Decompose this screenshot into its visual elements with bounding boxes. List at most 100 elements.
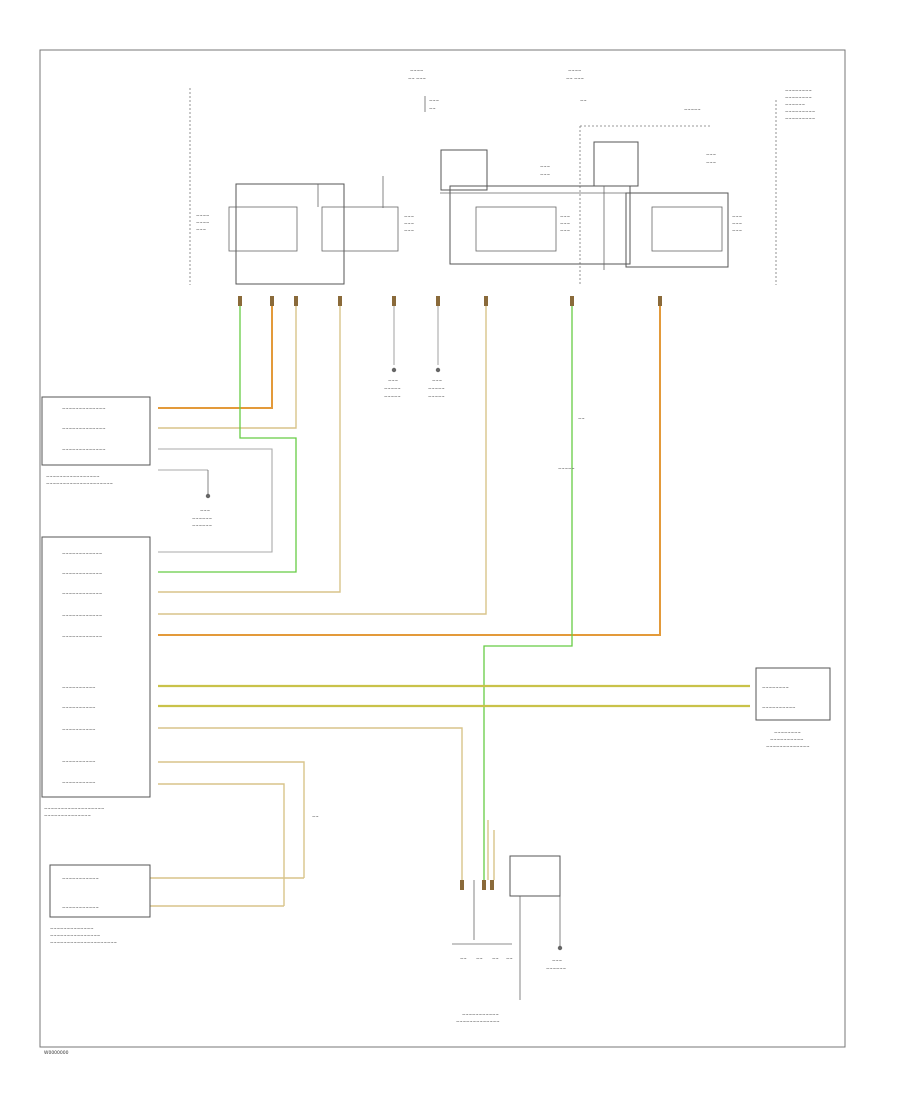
svg-text:~~~: ~~~ [706, 160, 716, 165]
wire-tan-3 [158, 306, 487, 615]
svg-text:~~~: ~~~ [560, 214, 570, 219]
wire-tan-1 [158, 306, 297, 429]
svg-text:~~~~: ~~~~ [196, 220, 209, 225]
svg-text:~~~~~~~~~~~~~: ~~~~~~~~~~~~~ [62, 447, 106, 452]
harness-connectors [238, 296, 662, 306]
relay-box-right: ~~~ ~~~ ~~~ ~~~ ~~~ [593, 141, 742, 270]
wire-orange-1 [158, 306, 273, 409]
svg-text:~~: ~~ [506, 956, 513, 961]
svg-text:~~~: ~~~ [560, 228, 570, 233]
svg-text:~~~: ~~~ [404, 221, 414, 226]
relay-group: ~~~~ ~~~~ ~~~ ~~~ ~~~ ~~~ [196, 176, 414, 285]
svg-text:~~~~~: ~~~~~ [384, 394, 401, 399]
svg-text:~~~: ~~~ [200, 508, 210, 513]
svg-text:~~~~~~: ~~~~~~ [785, 102, 805, 107]
svg-text:~~~~~~~~~~~~~: ~~~~~~~~~~~~~ [766, 744, 810, 749]
svg-text:~~~: ~~~ [560, 221, 570, 226]
svg-text:~~~~~: ~~~~~ [384, 386, 401, 391]
wire-tan-2 [158, 306, 341, 593]
svg-text:~~~: ~~~ [732, 214, 742, 219]
svg-text:~~~~: ~~~~ [196, 213, 209, 218]
wire-green-2 [483, 306, 573, 880]
svg-text:~~~~~~~~~~~~: ~~~~~~~~~~~~ [62, 571, 102, 576]
svg-text:~~~~~~~~~~~~~~~~~~~~: ~~~~~~~~~~~~~~~~~~~~ [50, 940, 117, 945]
diagram-frame [39, 49, 846, 1048]
svg-text:~~~~~~~~~~: ~~~~~~~~~~ [62, 685, 96, 690]
svg-text:~~~~~~~~~~~~~: ~~~~~~~~~~~~~ [62, 426, 106, 431]
wire-label-vertical: ~~~~~ [558, 466, 575, 471]
svg-text:~~~~~~~~~~~: ~~~~~~~~~~~ [62, 876, 99, 881]
svg-text:~~~~~~~~~~: ~~~~~~~~~~ [62, 705, 96, 710]
svg-text:~~ ~~~: ~~ ~~~ [566, 76, 584, 81]
svg-text:~~~~~~~~~~~~: ~~~~~~~~~~~~ [62, 634, 102, 639]
svg-text:~~~~~~~~~~~~~~~~: ~~~~~~~~~~~~~~~~ [46, 474, 100, 479]
svg-text:~~~: ~~~ [388, 378, 398, 383]
svg-text:~~~~~: ~~~~~ [428, 394, 445, 399]
svg-text:~~~~~~~~~~~~~~~~~~~~: ~~~~~~~~~~~~~~~~~~~~ [46, 481, 113, 486]
svg-text:~~~~~~~~~~~: ~~~~~~~~~~~ [462, 1012, 499, 1017]
svg-text:~~~: ~~~ [196, 227, 206, 232]
power-source-left: ~~~~ ~~ ~~~ ~~~ ~~ [408, 68, 439, 112]
module-label-small: ~~~~~ [684, 107, 701, 112]
svg-text:~~~~~~~~~: ~~~~~~~~~ [785, 116, 815, 121]
wire-tan-6 [158, 783, 285, 906]
svg-text:~~~: ~~~ [732, 221, 742, 226]
wire-orange-2 [158, 306, 661, 636]
svg-text:~~~: ~~~ [540, 172, 550, 177]
module-left-main: ~~~~~~~~~~~~ ~~~~~~~~~~~~ ~~~~~~~~~~~~ ~… [41, 536, 151, 818]
svg-text:~~~~~~: ~~~~~~ [192, 523, 212, 528]
svg-text:~~~~~~~~~~~: ~~~~~~~~~~~ [62, 905, 99, 910]
svg-text:~~: ~~ [429, 106, 436, 111]
svg-text:~~~: ~~~ [732, 228, 742, 233]
ground-left: ~~~ ~~~~~~ ~~~~~~ [158, 469, 212, 528]
module-left-upper: ~~~~~~~~~~~~~ ~~~~~~~~~~~~~ ~~~~~~~~~~~~… [41, 396, 151, 486]
svg-text:~~~~~~: ~~~~~~ [546, 966, 566, 971]
svg-text:~~~~~~~~~~~~: ~~~~~~~~~~~~ [62, 591, 102, 596]
svg-text:~~~~~~~~~~~~~: ~~~~~~~~~~~~~ [62, 406, 106, 411]
svg-text:~~ ~~~: ~~ ~~~ [408, 76, 426, 81]
svg-text:~~~: ~~~ [552, 958, 562, 963]
svg-text:~~~: ~~~ [429, 98, 439, 103]
svg-text:~~~~~~~~~~~~~~: ~~~~~~~~~~~~~~ [44, 813, 91, 818]
svg-text:~~~: ~~~ [404, 214, 414, 219]
svg-text:~~~~~~~~~~~~~: ~~~~~~~~~~~~~ [50, 926, 94, 931]
wire-note-lower: ~~ [312, 814, 319, 819]
svg-text:~~~: ~~~ [706, 152, 716, 157]
wire-tan-4 [158, 727, 463, 880]
svg-text:~~~~~~~~: ~~~~~~~~ [774, 730, 801, 735]
svg-text:~~~: ~~~ [404, 228, 414, 233]
svg-text:~~: ~~ [476, 956, 483, 961]
svg-text:~~~~~~~~: ~~~~~~~~ [785, 88, 812, 93]
svg-text:~~: ~~ [460, 956, 467, 961]
wire-note-green: ~~ [578, 416, 585, 421]
svg-text:~~~~~~~~~~~~~~~: ~~~~~~~~~~~~~~~ [50, 933, 100, 938]
relay-box-center: ~~~ ~~~ ~~~ ~~~ ~~~ [440, 149, 631, 265]
svg-text:~~~~~~~~~~: ~~~~~~~~~~ [62, 759, 96, 764]
svg-text:~~~~~~~~: ~~~~~~~~ [785, 95, 812, 100]
svg-text:~~~~: ~~~~ [410, 68, 423, 73]
svg-text:~~: ~~ [492, 956, 499, 961]
module-label-top-right: ~~~~~~~~ ~~~~~~~~ ~~~~~~ ~~~~~~~~~ ~~~~~… [785, 88, 815, 121]
module-right: ~~~~~~~~ ~~~~~~~~~~ ~~~~~~~~ ~~~~~~~~~~ … [755, 667, 831, 749]
wire-gray-1 [158, 448, 273, 553]
svg-text:~~~~~~~~~~~~: ~~~~~~~~~~~~ [62, 551, 102, 556]
svg-text:~~~~~~~~~~~~~~~~~~: ~~~~~~~~~~~~~~~~~~ [44, 806, 104, 811]
wire-green-1 [158, 306, 297, 573]
power-source-right: ~~~~ ~~ ~~~ ~~ [566, 68, 587, 103]
module-bottom-center: ~~~ ~~~~~~ ~~ ~~ ~~ ~~ ~~~~~~~~~~~ ~~~~~… [452, 820, 566, 1024]
svg-text:~~~~~~~~~~~~: ~~~~~~~~~~~~ [62, 613, 102, 618]
svg-text:~~: ~~ [580, 98, 587, 103]
svg-text:~~~~~~~~~~: ~~~~~~~~~~ [62, 780, 96, 785]
svg-text:~~~~~~~~~~: ~~~~~~~~~~ [770, 737, 804, 742]
svg-text:~~~~~~~~~~: ~~~~~~~~~~ [62, 727, 96, 732]
page-code: W0000000 [44, 1050, 69, 1056]
svg-text:~~~~~~~~~~: ~~~~~~~~~~ [762, 705, 796, 710]
module-left-bottom: ~~~~~~~~~~~ ~~~~~~~~~~~ ~~~~~~~~~~~~~ ~~… [49, 864, 151, 945]
svg-text:~~~~~: ~~~~~ [428, 386, 445, 391]
svg-text:~~~~~~: ~~~~~~ [192, 516, 212, 521]
svg-text:~~~~: ~~~~ [568, 68, 581, 73]
svg-text:~~~~~~~~~~~~~: ~~~~~~~~~~~~~ [456, 1019, 500, 1024]
svg-text:~~~: ~~~ [432, 378, 442, 383]
svg-text:~~~~~~~~: ~~~~~~~~ [762, 685, 789, 690]
